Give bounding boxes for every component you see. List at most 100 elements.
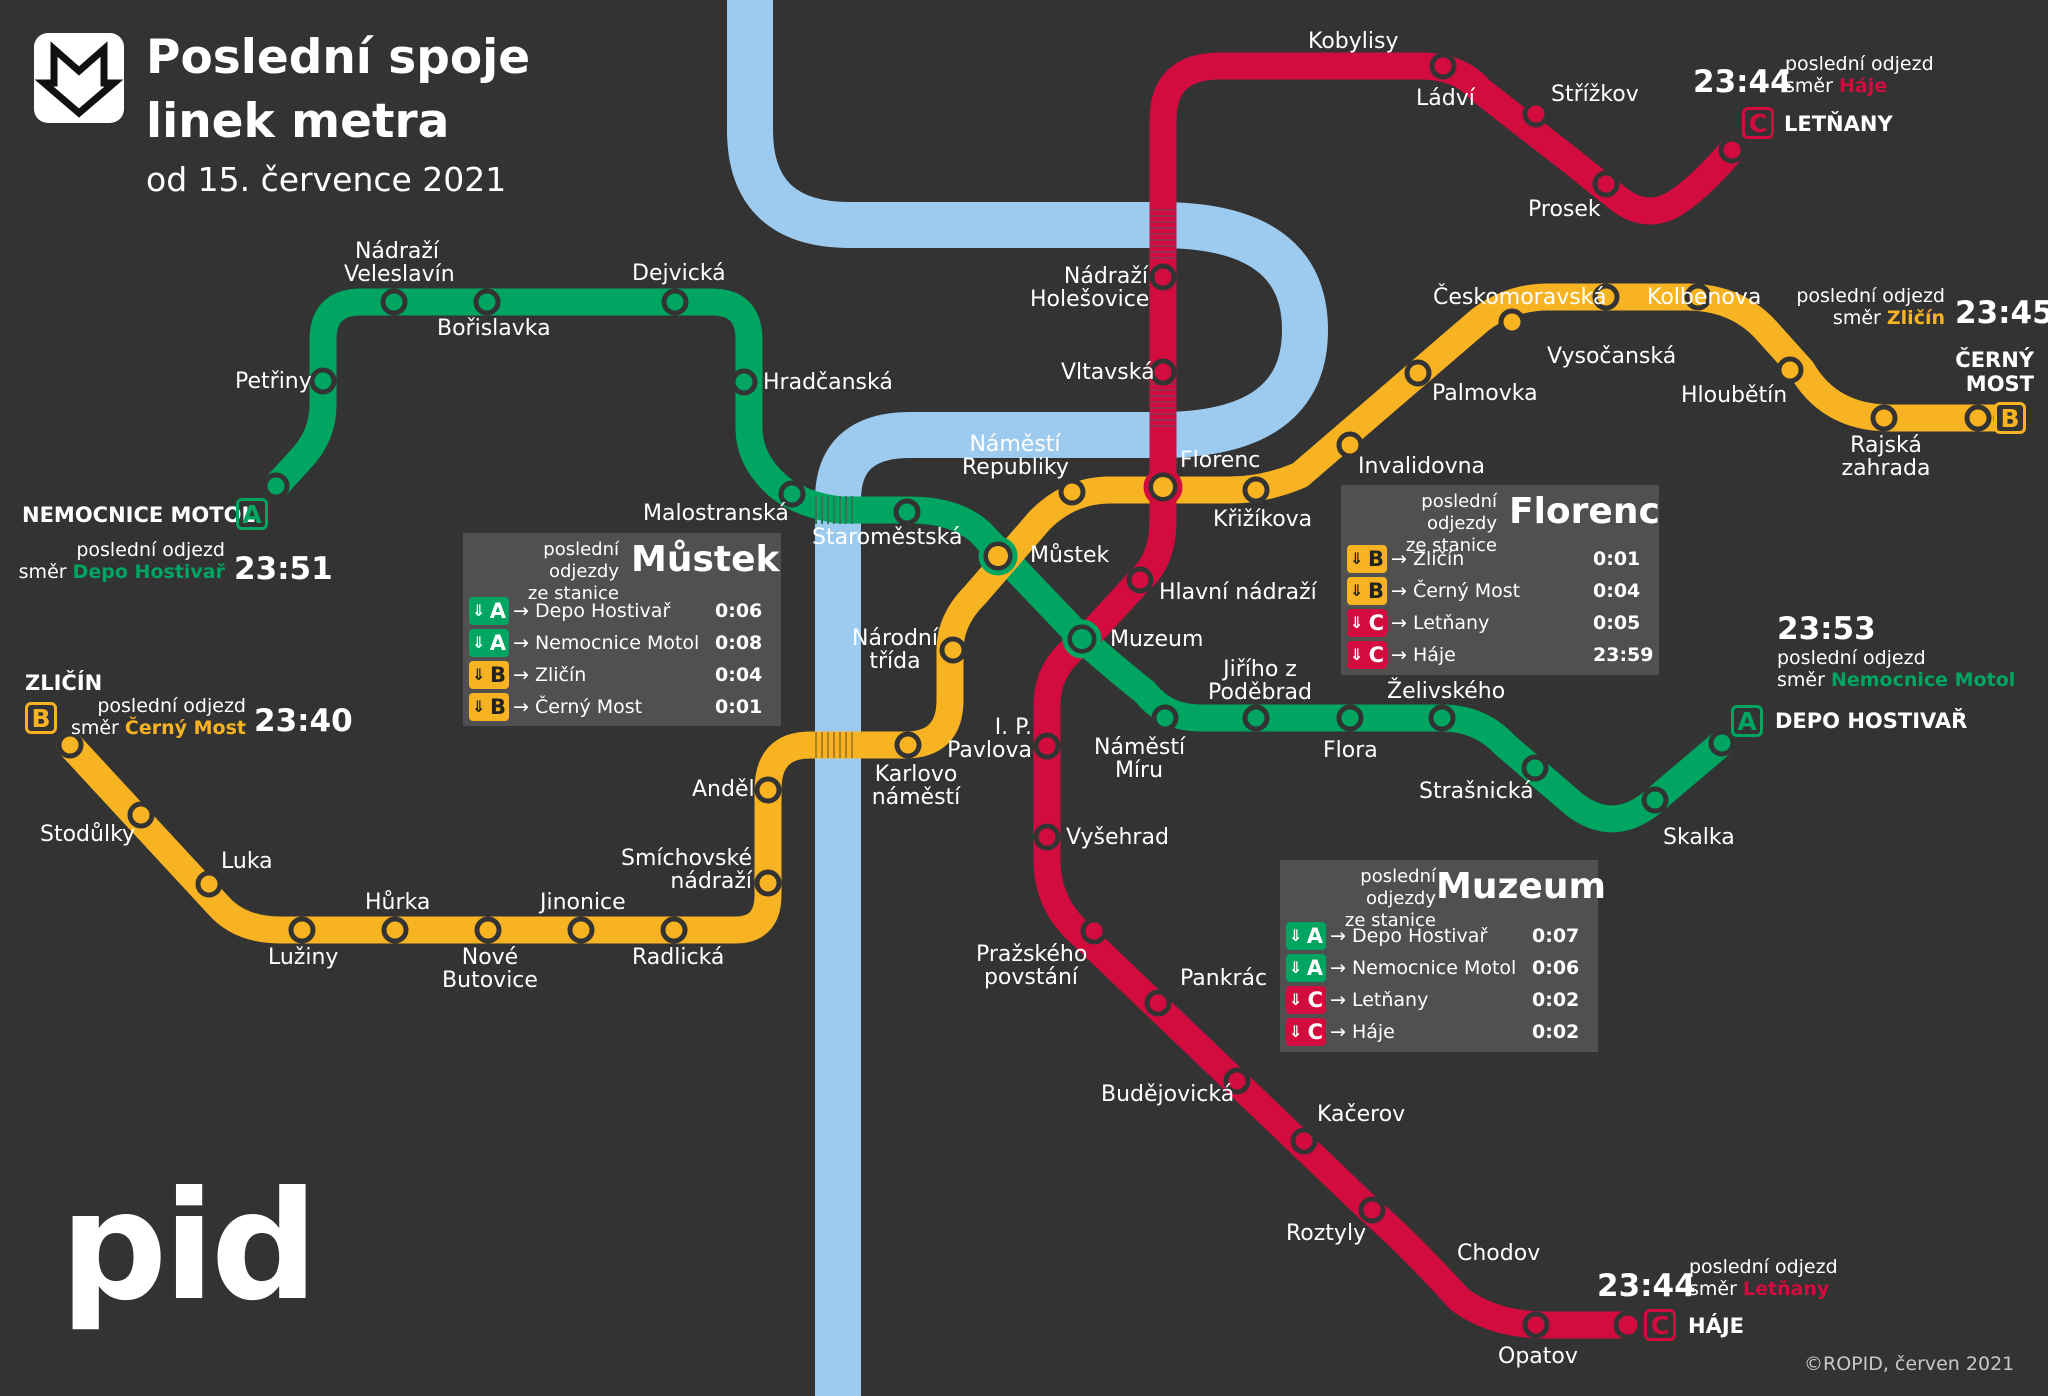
station-palmovka: Palmovka (1432, 381, 1538, 406)
panel-dest: → Zličín (513, 664, 587, 686)
panel-mustek-name: Můstek (631, 539, 780, 580)
station-opatov: Opatov (1498, 1344, 1578, 1369)
station-chodov: Chodov (1457, 1241, 1541, 1266)
line-c-badge: ⇓C (1286, 986, 1326, 1014)
station-vltavska: Vltavská (1061, 360, 1155, 385)
line-b-badge: ⇓B (469, 693, 509, 721)
badge-letter: B (1367, 579, 1384, 603)
down-arrow-icon: ⇓ (472, 697, 486, 716)
hostivar-time: 23:53 (1777, 611, 1876, 647)
hostivar-direction: směr Nemocnice Motol (1777, 669, 2015, 691)
panel-time: 0:06 (715, 600, 763, 622)
panel-muzeum-heading-1: poslední odjezdy (1360, 866, 1436, 909)
down-arrow-icon: ⇓ (1289, 990, 1303, 1009)
zlicin-last-departure: poslední odjezd směr Černý Most (71, 695, 246, 739)
panel-florenc: poslední odjezdy ze stanice Florenc ⇓B →… (1341, 485, 1660, 675)
panel-muzeum: poslední odjezdy ze stanice Muzeum ⇓A → … (1280, 860, 1606, 1052)
terminal-zlicin: ZLIČÍN (25, 671, 103, 695)
dest-text: Zličín (1412, 548, 1465, 570)
cerny-most-last-label: poslední odjezd (1796, 285, 1945, 307)
station-kolbenova: Kolbenova (1647, 285, 1762, 310)
dest-text: Letňany (1412, 612, 1490, 634)
haje-dir: Letňany (1742, 1278, 1830, 1300)
line-a-badge: A (236, 498, 268, 530)
line-c-badge-letnany: C (1742, 107, 1774, 139)
station-vysehrad: Vyšehrad (1066, 825, 1169, 850)
letnany-last-departure: poslední odjezd směr Háje (1785, 53, 1934, 97)
zlicin-last-label: poslední odjezd (97, 695, 246, 717)
station-ceskomoravska: Českomoravská (1433, 285, 1607, 310)
terminal-dots (1613, 403, 2023, 1340)
panel-muzeum-name: Muzeum (1436, 866, 1606, 907)
panel-time: 0:04 (1593, 580, 1641, 602)
panel-florenc-row: ⇓C → Letňany 0:05 (1347, 609, 1653, 639)
panel-dest: → Nemocnice Motol (1330, 957, 1517, 979)
bridge-hatch-b (815, 732, 853, 758)
pid-logo: pid (60, 1160, 318, 1334)
panel-mustek-row: ⇓A → Nemocnice Motol 0:08 (469, 629, 775, 659)
panel-florenc-heading-2: ze stanice (1405, 535, 1497, 556)
badge-letter: C (1307, 1020, 1323, 1044)
cerny-most-last-departure: poslední odjezd směr Zličín (1796, 285, 1945, 329)
panel-mustek-row: ⇓B → Černý Most 0:01 (469, 693, 775, 723)
station-andel: Anděl (692, 777, 755, 802)
panel-florenc-heading-1: poslední odjezdy (1421, 491, 1497, 534)
motol-dir: Depo Hostivař (72, 561, 225, 583)
panel-time: 0:04 (715, 664, 763, 686)
panel-time: 23:59 (1593, 644, 1654, 666)
panel-mustek-heading-2: ze stanice (527, 583, 619, 604)
dest-text: Zličín (534, 664, 587, 686)
badge-letter: C (1368, 611, 1384, 635)
panel-dest: → Zličín (1391, 548, 1465, 570)
bridge-hatch-a (815, 496, 853, 524)
line-b-badge: ⇓B (1347, 545, 1387, 573)
badge-letter: A (1306, 924, 1323, 948)
station-roztyly: Roztyly (1286, 1221, 1367, 1246)
line-b-badge-zlicin: B (25, 702, 57, 734)
metro-logo (34, 33, 124, 123)
panel-muzeum-heading-2: ze stanice (1344, 910, 1436, 931)
down-arrow-icon: ⇓ (1289, 958, 1303, 977)
badge-letter: A (489, 599, 506, 623)
panel-mustek-row: ⇓A → Depo Hostivař 0:06 (469, 597, 775, 627)
station-luziny: Lužiny (268, 945, 339, 970)
line-c-badge: ⇓C (1286, 1018, 1326, 1046)
hostivar-last-departure: poslední odjezd směr Nemocnice Motol (1777, 647, 2015, 691)
line-b-badge-cerny-most: B (1994, 402, 2026, 434)
station-namesti-republiky-label: Náměstí Republiky (962, 432, 1069, 480)
badge-letter: A (1306, 956, 1323, 980)
zlicin-dir-prefix: směr (70, 717, 119, 739)
station-namesti-miru: Náměstí Míru (1094, 735, 1186, 783)
terminal-depo-hostivar: DEPO HOSTIVAŘ (1775, 709, 1968, 733)
terminal-haje: HÁJE (1688, 1314, 1744, 1338)
letnany-direction: směr Háje (1785, 75, 1934, 97)
station-radlicka: Radlická (632, 945, 725, 970)
page-title: Poslední spoje linek metra (146, 26, 530, 154)
station-nadrazi-holesovice: Nádraží Holešovice (1030, 264, 1150, 312)
station-jiriho-z-podebrad: Jiřího z Poděbrad (1208, 657, 1312, 705)
line-a-badge-hostivar: A (1731, 705, 1763, 737)
haje-direction: směr Letňany (1689, 1278, 1838, 1300)
panel-muzeum-row: ⇓A → Nemocnice Motol 0:06 (1286, 954, 1592, 984)
cerny-most-line1: ČERNÝ (1955, 348, 2034, 372)
badge-letter: C (1307, 988, 1323, 1012)
panel-dest: → Černý Most (1391, 580, 1521, 602)
station-mustek: Můstek (1030, 543, 1110, 568)
dest-text: Háje (1412, 644, 1456, 666)
haje-last-label: poslední odjezd (1689, 1256, 1838, 1278)
terminal-cerny-most: ČERNÝ MOST (1955, 348, 2034, 396)
down-arrow-icon: ⇓ (1350, 613, 1364, 632)
line-a-stations (262, 288, 1736, 814)
dest-text: Nemocnice Motol (534, 632, 700, 654)
panel-muzeum-row: ⇓C → Háje 0:02 (1286, 1018, 1592, 1048)
panel-mustek-heading-1: poslední odjezdy (543, 539, 619, 582)
panel-dest: → Letňany (1391, 612, 1490, 634)
terminal-nemocnice-motol: NEMOCNICE MOTOL (22, 503, 255, 527)
panel-time: 0:01 (715, 696, 763, 718)
station-pankrac: Pankrác (1180, 966, 1268, 991)
station-krizikova: Křižíkova (1213, 507, 1313, 532)
copyright: ©ROPID, červen 2021 (1804, 1353, 2015, 1375)
line-c-track (1033, 52, 1746, 1339)
station-ip-pavlova: I. P. Pavlova (947, 715, 1032, 763)
